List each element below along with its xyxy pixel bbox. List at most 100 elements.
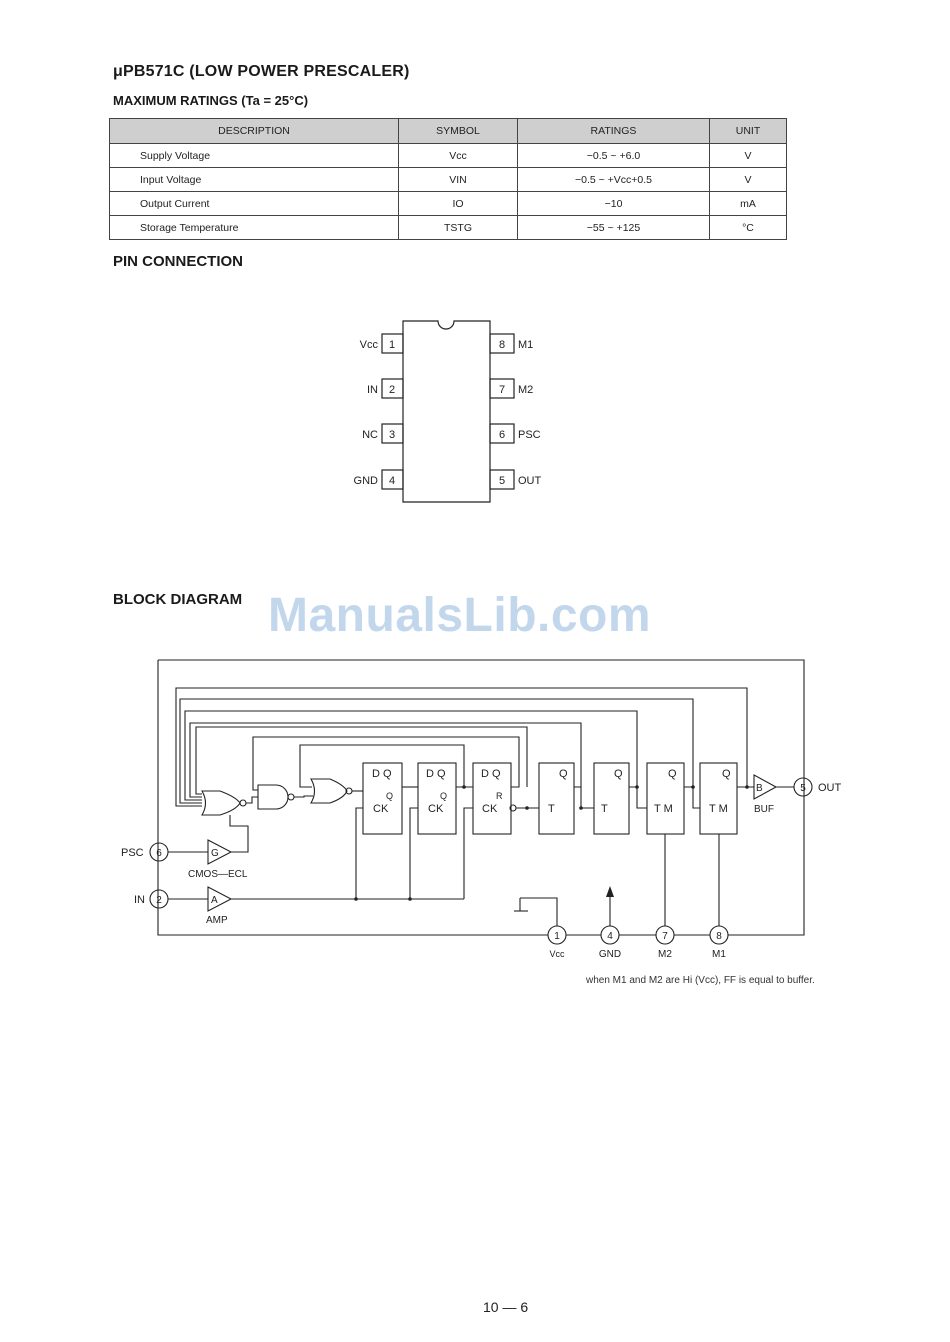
clock-wire	[355, 807, 363, 899]
ff-ck-label: CK	[373, 803, 389, 815]
pin-number: 1	[389, 339, 395, 351]
table-row: Output Current IO −10 mA	[109, 191, 787, 216]
pin-circle-m2	[655, 925, 675, 945]
column-header: DESCRIPTION	[109, 118, 399, 144]
flip-flop-6	[646, 762, 685, 835]
ic-package-diagram: 1 2 3 4 Vcc IN NC GND 8 7 6 5 M1 M2 PSC …	[354, 320, 542, 503]
table-row: Supply Voltage Vcc −0.5 ~ +6.0 V	[109, 143, 787, 168]
pin-number: 2	[389, 384, 395, 396]
ff-dq-label: D Q	[372, 768, 392, 780]
row-unit: V	[709, 167, 787, 192]
watermark: ManualsLib.com	[268, 589, 652, 642]
amp	[207, 886, 233, 912]
wire	[684, 786, 700, 809]
pin-circle-gnd	[600, 925, 620, 945]
row-description: Output Current	[109, 191, 399, 216]
junction-dot	[635, 785, 639, 789]
column-header: SYMBOL	[398, 118, 518, 144]
column-header: UNIT	[709, 118, 787, 144]
inverter-bubble	[239, 799, 247, 807]
pin-number: 3	[389, 429, 395, 441]
junction-dot	[354, 897, 358, 901]
table-row: Storage Temperature TSTG −55 ~ +125 °C	[109, 215, 787, 240]
pin-connection-heading: PIN CONNECTION	[113, 253, 244, 270]
b-label: B	[756, 783, 763, 794]
flip-flop-2	[417, 762, 457, 835]
pin-label: IN	[367, 384, 378, 396]
junction-dot	[691, 785, 695, 789]
ff-t-label: T	[548, 803, 555, 815]
arrow-icon	[606, 886, 614, 897]
pin-number: 7	[499, 384, 505, 396]
row-rating: −55 ~ +125	[517, 215, 710, 240]
junction-dot	[579, 806, 583, 810]
pin-label: PSC	[518, 429, 541, 441]
inverter-bubble	[287, 793, 295, 801]
column-header: RATINGS	[517, 118, 710, 144]
pin-number: 5	[499, 475, 505, 487]
pin-circle-out	[793, 777, 813, 797]
pin-label: NC	[362, 429, 378, 441]
ff-tm-label: T M	[709, 803, 728, 815]
nor-gate-2	[310, 778, 348, 804]
and-gate	[257, 784, 289, 810]
row-symbol: VIN	[398, 167, 518, 192]
wire	[574, 786, 594, 809]
pin-number: 8	[716, 931, 722, 942]
pin-box-5	[489, 469, 515, 490]
pin-box-1	[381, 333, 404, 354]
feedback-wire	[195, 726, 528, 795]
pin-circle-m1	[709, 925, 729, 945]
ff-dq-label: D Q	[426, 768, 446, 780]
ic-body	[402, 320, 491, 503]
ff-q-label: Q	[386, 791, 393, 801]
ff-q-label: Q	[722, 768, 731, 780]
pin-number: 7	[662, 931, 668, 942]
pin-label: OUT	[518, 475, 542, 487]
junction-dot	[745, 785, 749, 789]
vcc-wire	[520, 897, 558, 926]
ff-ck-label: CK	[482, 803, 498, 815]
row-description: Storage Temperature	[109, 215, 399, 240]
row-symbol: TSTG	[398, 215, 518, 240]
flip-flop-1	[362, 762, 403, 835]
pin-label: Vcc	[360, 339, 379, 351]
junction-dot	[408, 897, 412, 901]
flip-flop-4	[538, 762, 575, 835]
gnd-label: GND	[599, 949, 621, 960]
a-label: A	[211, 895, 218, 906]
maximum-ratings-table: DESCRIPTION SYMBOL RATINGS UNIT Supply V…	[109, 118, 787, 240]
feedback-wire	[299, 744, 465, 788]
wire	[246, 796, 258, 804]
feedback-wire	[252, 736, 520, 791]
wire	[229, 815, 249, 853]
junction-dot	[525, 806, 529, 810]
table-row: Input Voltage VIN −0.5 ~ +Vcc+0.5 V	[109, 167, 787, 192]
pin-number: 5	[800, 783, 806, 794]
page-number: 10 — 6	[483, 1299, 529, 1315]
pin-number: 6	[156, 848, 162, 859]
out-label: OUT	[818, 782, 842, 794]
vcc-label: Vcc	[549, 949, 565, 959]
pin-circle-vcc	[547, 925, 567, 945]
g-label: G	[211, 848, 219, 859]
pin-box-4	[381, 469, 404, 490]
ff-dq-label: D Q	[481, 768, 501, 780]
row-description: Input Voltage	[109, 167, 399, 192]
pin-number: 4	[389, 475, 395, 487]
flip-flop-5	[593, 762, 630, 835]
block-diagram-heading: BLOCK DIAGRAM	[113, 591, 243, 608]
wire	[294, 795, 313, 798]
pin-number: 4	[607, 931, 613, 942]
feedback-wire	[179, 698, 694, 804]
pin-box-7	[489, 378, 515, 399]
junction-dot	[462, 785, 466, 789]
feedback-wire	[175, 687, 748, 807]
ff-t-label: T	[601, 803, 608, 815]
pin-label: M2	[518, 384, 533, 396]
ff-q-label: Q	[559, 768, 568, 780]
ff-ck-label: CK	[428, 803, 444, 815]
pin-label: GND	[354, 475, 379, 487]
in-label: IN	[134, 894, 145, 906]
block-diagram: PSC IN OUT 6 2 5 G A B CMOS—ECL AMP BUF …	[121, 659, 842, 960]
